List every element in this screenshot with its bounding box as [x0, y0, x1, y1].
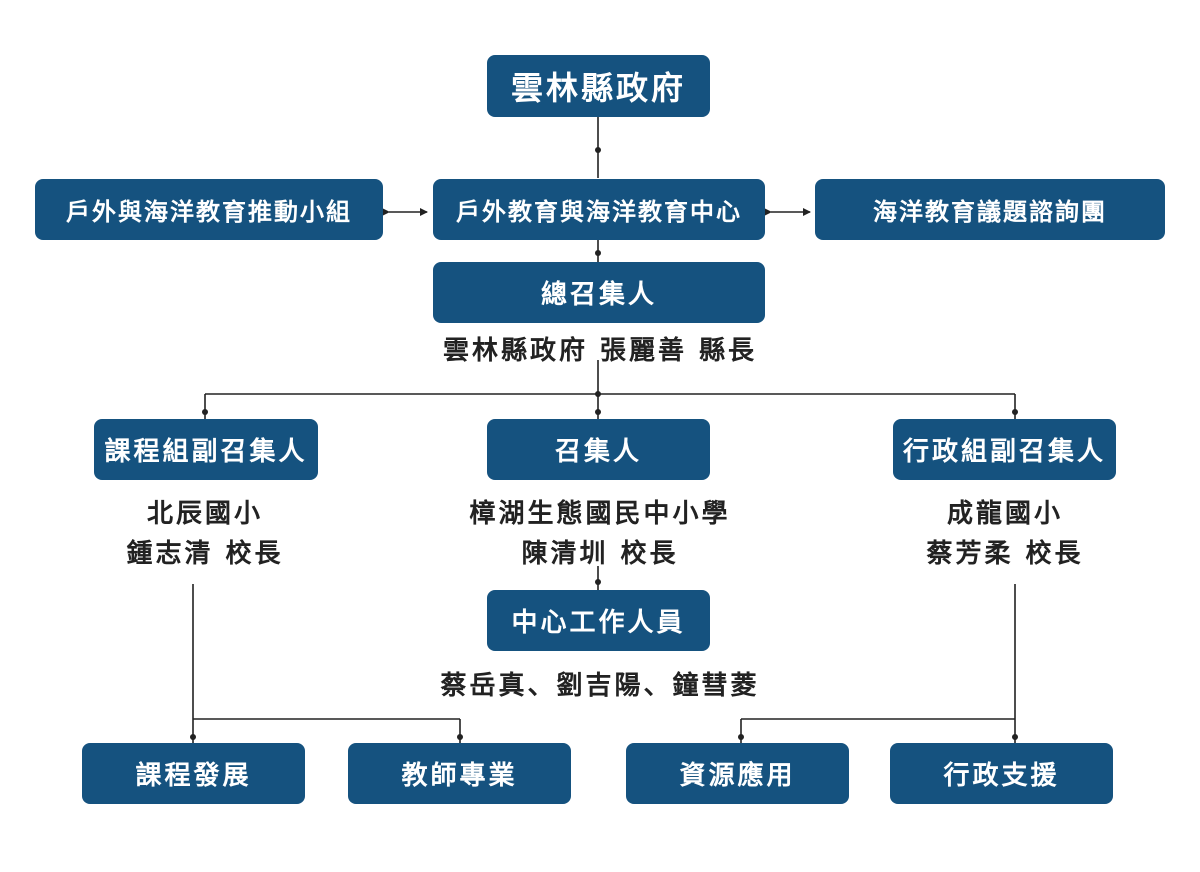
node-advisory-group: 海洋教育議題諮詢團	[815, 179, 1165, 240]
node-curriculum-deputy: 課程組副召集人	[94, 419, 318, 480]
admin-person: 蔡芳柔 校長	[926, 539, 1084, 569]
node-center: 戶外教育與海洋教育中心	[433, 179, 765, 240]
node-teacher-pro: 教師專業	[348, 743, 571, 804]
node-outdoor-group: 戶外與海洋教育推動小組	[35, 179, 383, 240]
convener-school: 樟湖生態國民中小學	[469, 499, 731, 529]
admin-school: 成龍國小	[946, 499, 1063, 529]
node-admin-support: 行政支援	[890, 743, 1113, 804]
node-staff: 中心工作人員	[487, 590, 710, 651]
node-resource-app: 資源應用	[626, 743, 849, 804]
chief-name: 雲林縣政府 張麗善 縣長	[442, 336, 758, 366]
node-admin-deputy: 行政組副召集人	[893, 419, 1116, 480]
node-county-gov: 雲林縣政府	[487, 55, 710, 117]
staff-names: 蔡岳真、劉吉陽、鐘彗菱	[440, 671, 760, 701]
node-convener: 召集人	[487, 419, 710, 480]
curriculum-school: 北辰國小	[146, 499, 263, 529]
convener-person: 陳清圳 校長	[521, 539, 679, 569]
curriculum-person: 鍾志清 校長	[126, 539, 284, 569]
node-chief-convener: 總召集人	[433, 262, 765, 323]
node-curriculum-dev: 課程發展	[82, 743, 305, 804]
